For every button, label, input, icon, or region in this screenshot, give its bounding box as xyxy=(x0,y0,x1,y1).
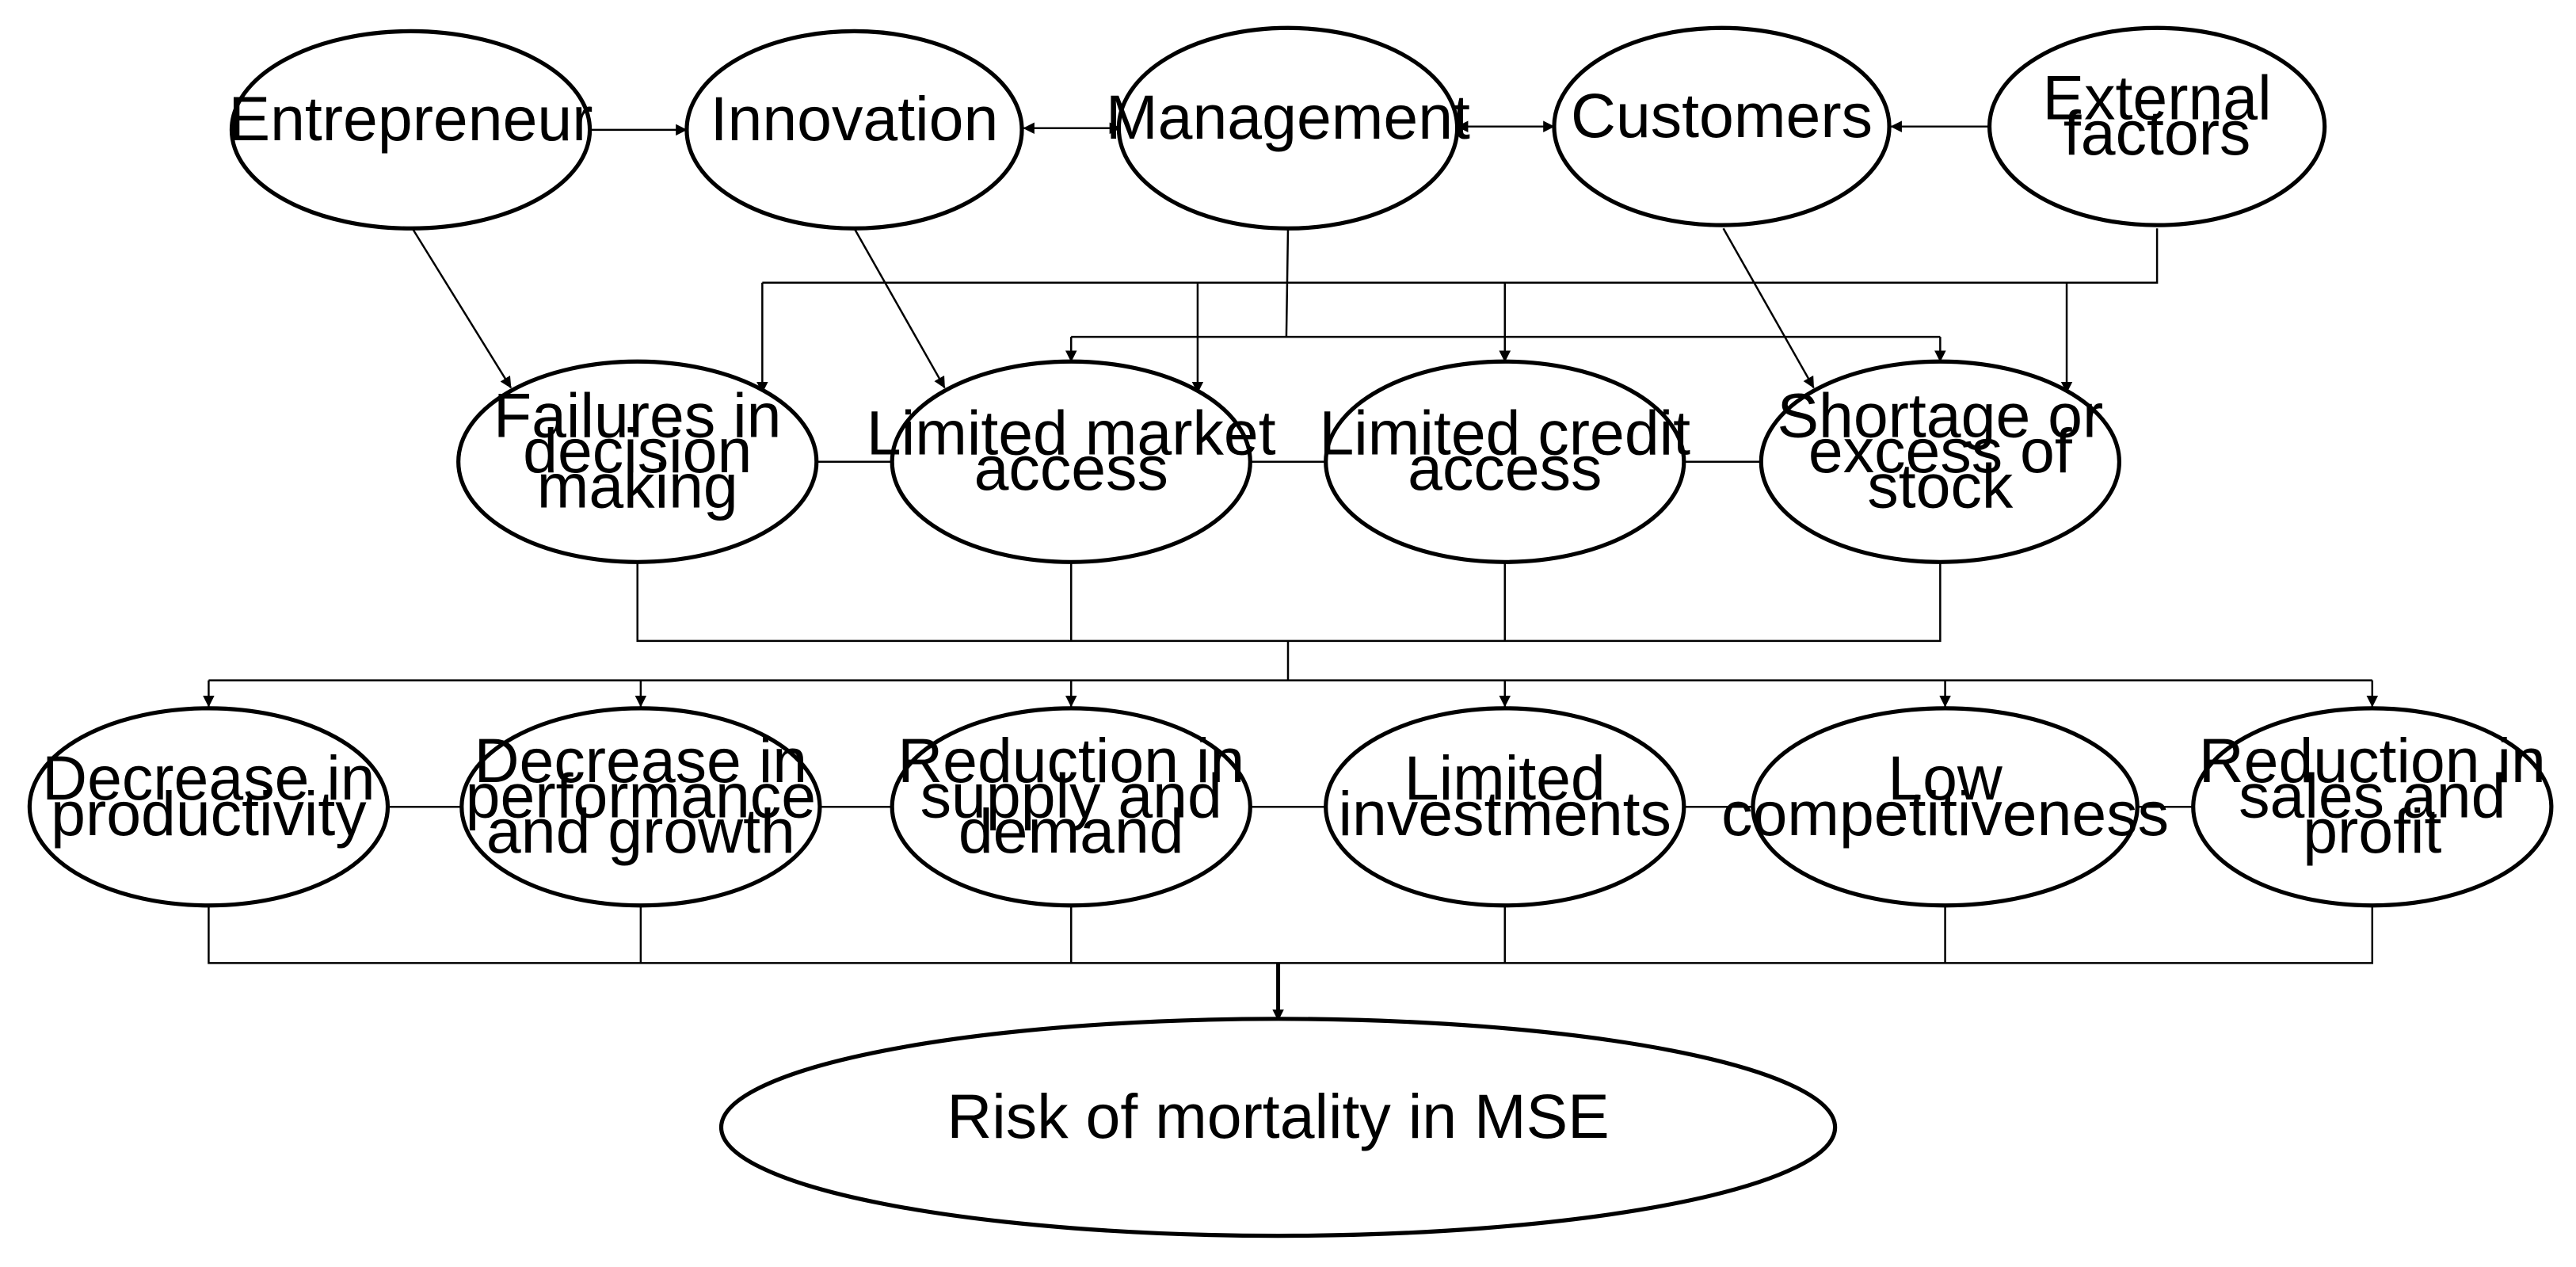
node-entrepreneur-label: Entrepreneur xyxy=(229,84,593,154)
node-customers: Customers xyxy=(1552,25,1892,227)
line-external-bus xyxy=(762,228,2159,284)
line-bottom-collector xyxy=(208,905,2374,964)
connectors xyxy=(203,120,2379,1021)
node-management: Management xyxy=(1106,25,1470,231)
node-innovation: Innovation xyxy=(684,29,1024,231)
arrow-innovation-market xyxy=(853,227,946,389)
arrow-entrepreneur-failures xyxy=(411,227,513,389)
node-customers-label: Customers xyxy=(1571,81,1873,151)
node-entrepreneur: Entrepreneur xyxy=(229,29,593,231)
node-innovation-label: Innovation xyxy=(711,84,999,154)
node-management-label: Management xyxy=(1106,82,1470,152)
line-middle-collector xyxy=(208,562,2372,681)
arrow-customers-stock xyxy=(1722,227,1815,389)
node-risk-mortality-mse-label: Risk of mortality in MSE xyxy=(947,1082,1609,1151)
node-risk-mortality-mse: Risk of mortality in MSE xyxy=(718,1017,1838,1238)
